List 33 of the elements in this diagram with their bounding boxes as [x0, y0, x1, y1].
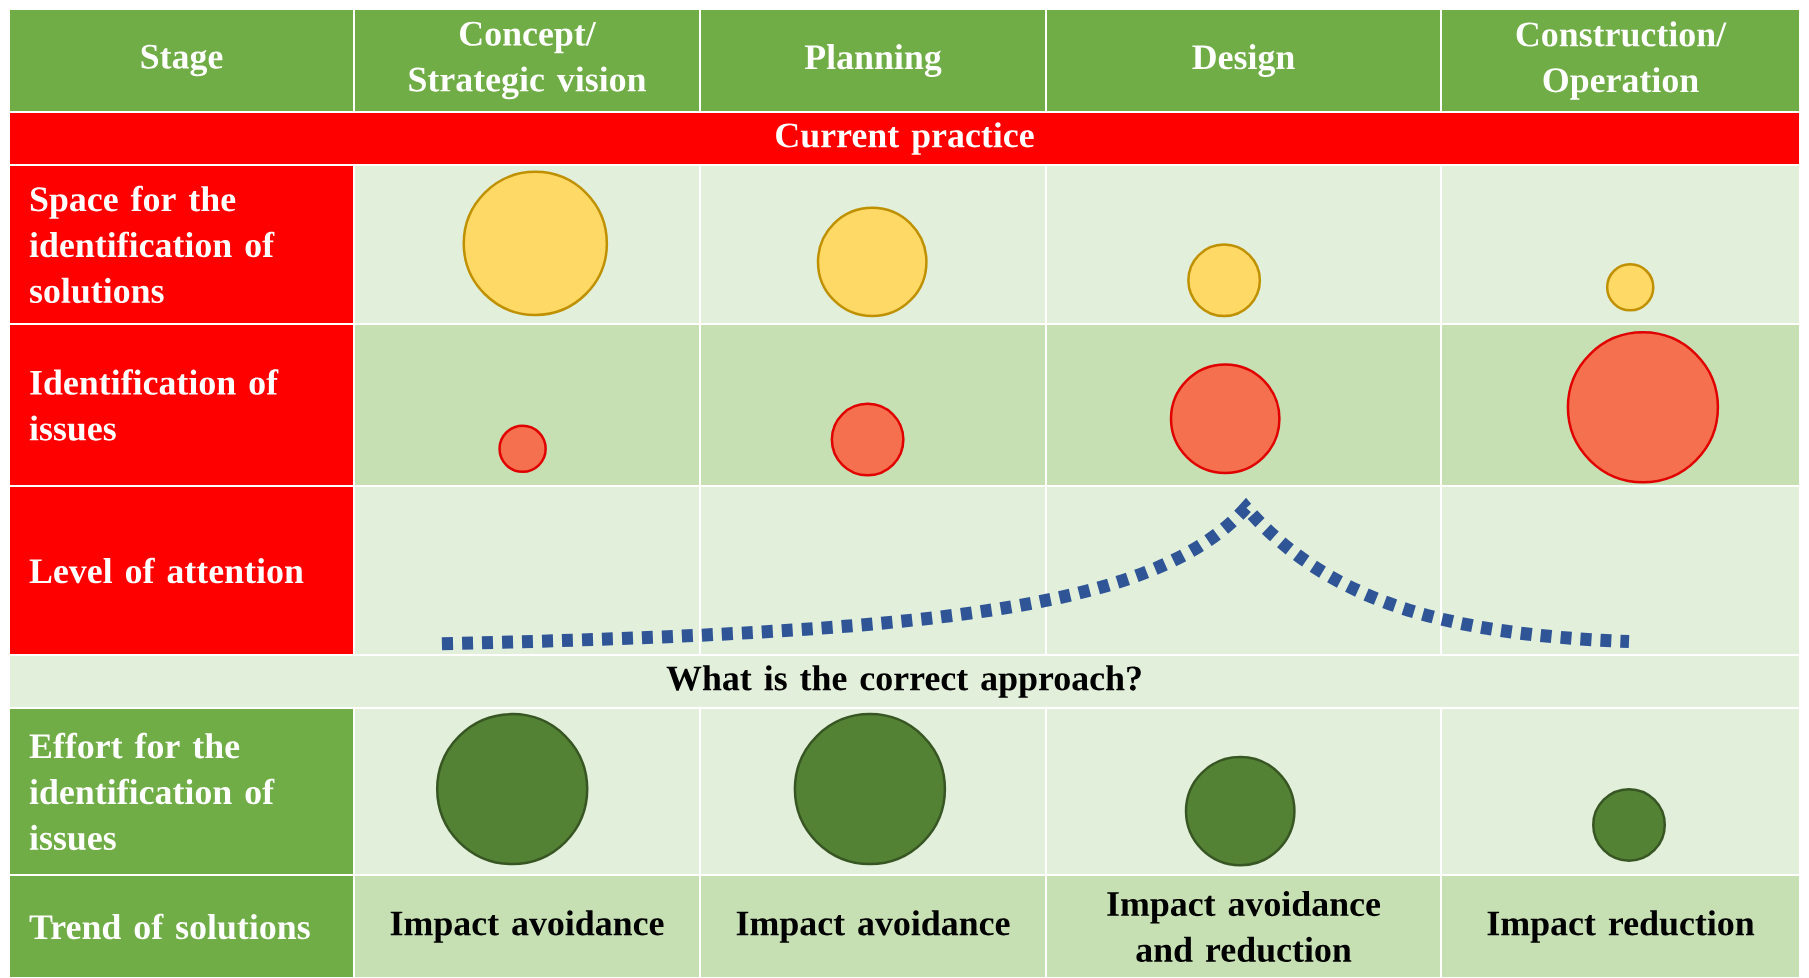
header-cell: Construction/ Operation	[1440, 8, 1801, 113]
node-label: Impact reduction	[1487, 910, 1755, 943]
table-cell: Impact avoidance	[353, 874, 701, 978]
circle	[1605, 263, 1655, 312]
circle	[793, 712, 947, 866]
table-cell: Impact avoidance	[699, 874, 1047, 978]
circle	[1592, 787, 1666, 862]
circle	[816, 206, 928, 318]
table-cell: Impact avoidance and reduction	[1045, 874, 1442, 978]
node-label: Impact avoidance and reduction	[1107, 890, 1381, 963]
node-label: Trend of solutions	[29, 913, 310, 940]
header-cell: Design	[1045, 8, 1442, 113]
circle	[435, 712, 589, 866]
row-label-cell: Space for the identification of solutions	[8, 164, 355, 325]
header-cell: Stage	[8, 8, 355, 113]
header-cell: Planning	[699, 8, 1047, 113]
circle	[1184, 755, 1296, 867]
circle	[830, 402, 905, 477]
circle	[1566, 331, 1720, 484]
band-cell: Current practice	[8, 111, 1802, 166]
node-label: Impact avoidance	[390, 910, 664, 943]
row-label-cell: Effort for the identification of issues	[8, 707, 355, 876]
band-cell: What is the correct approach?	[8, 654, 1802, 709]
table-cell: Impact reduction	[1440, 874, 1801, 978]
row-label-cell: Identification of issues	[8, 323, 355, 487]
node-label: Impact avoidance	[736, 910, 1010, 943]
circle	[462, 170, 609, 317]
circle	[498, 424, 547, 474]
row-label-cell: Level of attention	[8, 485, 355, 656]
header-cell: Concept/ Strategic vision	[353, 8, 701, 113]
row-label-cell: Trend of solutions	[8, 874, 355, 978]
circle	[1169, 363, 1281, 475]
circle	[1187, 243, 1262, 318]
